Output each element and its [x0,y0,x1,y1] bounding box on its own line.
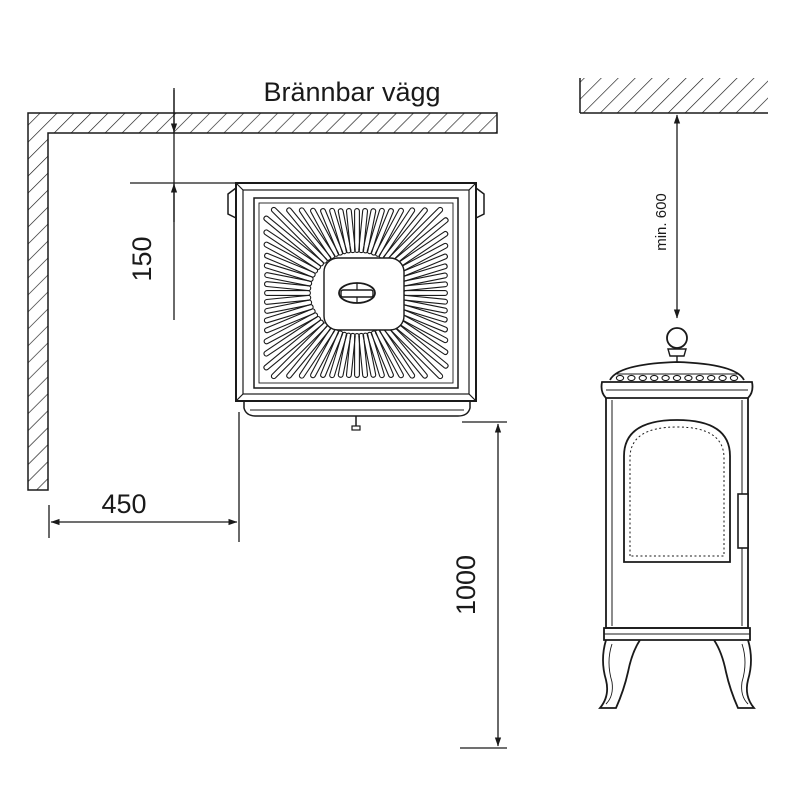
plate-spoke-ornament [374,329,404,379]
ceiling [579,78,768,114]
plate-spoke-ornament [337,332,352,378]
lid-ornament-loop [672,374,682,382]
plate-spoke-ornament [310,207,340,257]
plate-spoke-ornament [354,333,360,378]
stove-front-view [598,327,756,709]
plate-spoke-ornament [329,207,348,255]
plate-spoke-ornament [366,331,385,379]
stove-top-view [227,182,485,431]
plate-spoke-ornament [320,330,344,378]
plate-spoke-ornament [366,207,385,255]
lid-ornament-loop [627,374,636,382]
plate-spoke-ornament [370,208,394,256]
wall-label: Brännbar vägg [263,77,440,107]
plate-spoke-ornament [263,241,319,274]
plate-spoke-ornament [403,290,448,296]
plate-spoke-ornament [263,304,314,324]
lid-ornament-loop [707,374,716,382]
ceiling-clearance-value: min. 600 [653,193,670,251]
plate-spoke-ornament [264,290,311,296]
plate-spoke-ornament [358,208,369,254]
plate-spoke-ornament [264,281,312,292]
lid-ornament-loop [695,374,704,382]
plate-spoke-ornament [362,332,377,378]
plate-spoke-ornament [402,294,448,305]
front-clearance-value: 1000 [451,555,481,615]
plate-spoke-ornament [370,330,394,378]
combustible-wall [27,112,498,491]
lid-ornament-loop [650,374,659,382]
plate-spoke-ornament [270,206,328,264]
plate-spoke-ornament [263,215,324,267]
plate-spoke-ornament [345,208,356,254]
plate-spoke-ornament [298,207,336,259]
plate-spoke-ornament [263,229,321,270]
plate-spoke-ornament [264,299,313,314]
plate-spoke-ornament [263,316,321,357]
front-clearance-dimension [460,421,507,749]
plate-spoke-ornament [264,294,312,305]
plate-spoke-ornament [329,331,348,379]
side-clearance-dimension [48,412,240,542]
lid-ornament-loop [638,374,647,382]
lid-ornament-loop [615,374,625,382]
lid-ornament-loop [684,374,693,382]
plate-spoke-ornament [345,332,356,378]
plate-spoke-ornament [358,332,369,378]
plate-spoke-ornament [320,208,344,256]
plate-spoke-ornament [263,312,319,345]
lid-ornament-loop [661,374,670,382]
lid-ornament-loop [718,374,727,382]
plate-spoke-ornament [286,207,332,261]
plate-spoke-ornament [264,272,313,287]
lid-ornament-loop [729,374,739,382]
plate-spoke-ornament [264,252,316,278]
back-clearance-dimension [130,88,235,320]
plate-spoke-ornament [362,208,377,254]
plate-spoke-ornament [263,319,324,371]
side-clearance-value: 450 [101,489,146,519]
plate-spoke-ornament [402,281,448,292]
plate-spoke-ornament [263,262,314,282]
back-clearance-value: 150 [127,236,157,281]
plate-spoke-ornament [354,208,360,253]
plate-spoke-ornament [374,207,404,257]
plate-spoke-ornament [264,308,316,334]
plate-spoke-ornament [337,208,352,254]
